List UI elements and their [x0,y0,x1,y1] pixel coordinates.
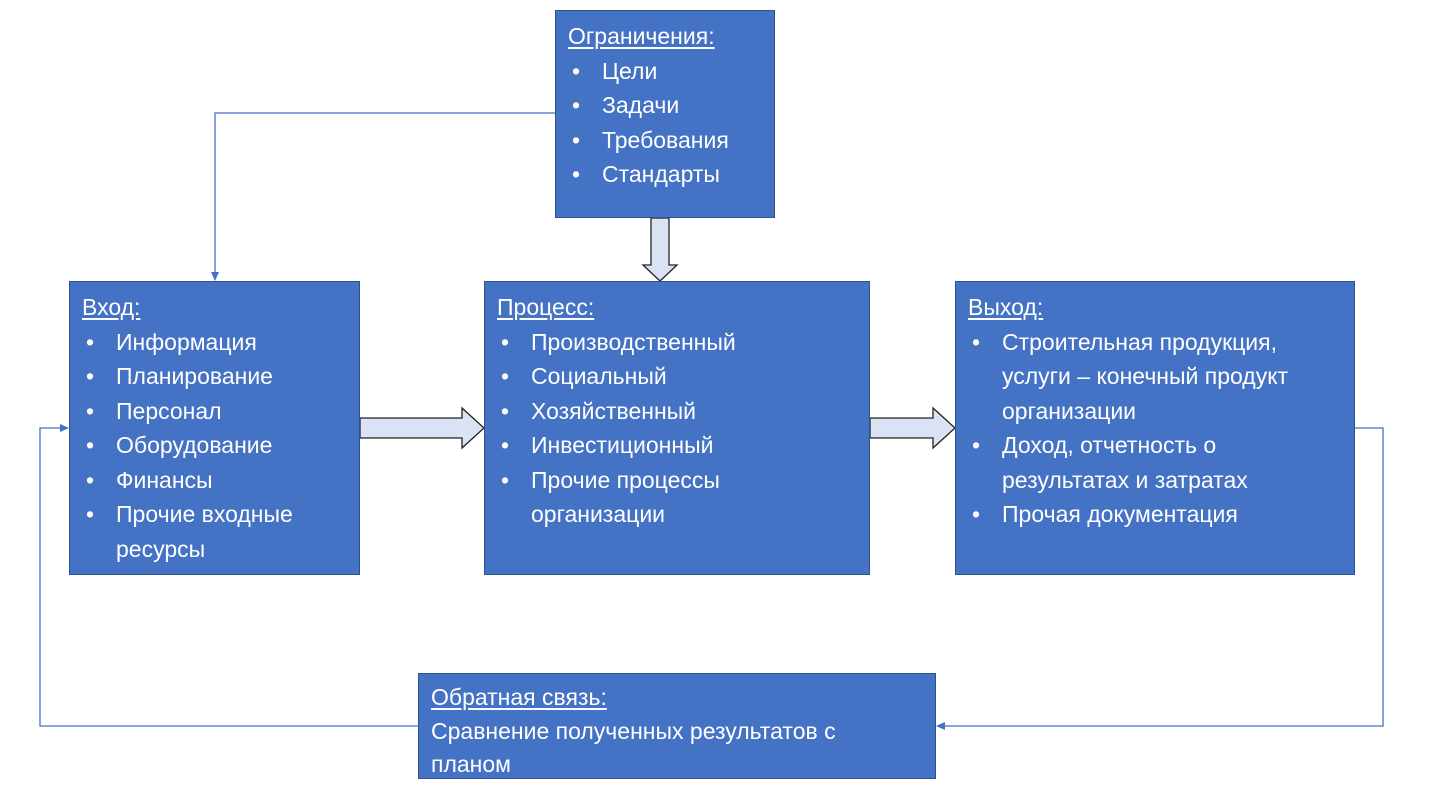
list-item: Информация [82,325,347,360]
list-item: Стандарты [568,157,762,192]
list-item: Производственный [497,325,857,360]
list-item: Планирование [82,359,347,394]
right-arrow-icon [869,406,956,450]
list-item: Прочая документация [968,497,1342,532]
feedback-title: Обратная связь: [431,684,607,710]
list-item: Доход, отчетность о результатах и затрат… [968,428,1292,497]
list-item: Финансы [82,463,347,498]
list-item: Персонал [82,394,347,429]
list-item: Строительная продукция, услуги – конечны… [968,325,1342,429]
input-title: Вход: [82,294,141,320]
list-item: Инвестиционный [497,428,857,463]
process-box: Процесс: Производственный Социальный Хоз… [484,281,870,575]
list-item: Задачи [568,88,762,123]
constraints-box: Ограничения: Цели Задачи Требования Стан… [555,10,775,218]
list-item: Оборудование [82,428,347,463]
list-item: Прочие процессы организации [497,463,761,532]
list-item: Требования [568,123,762,158]
output-box: Выход: Строительная продукция, услуги – … [955,281,1355,575]
list-item: Хозяйственный [497,394,857,429]
feedback-text: Сравнение полученных результатов с плано… [431,717,836,777]
input-box: Вход: Информация Планирование Персонал О… [69,281,360,575]
list-item: Социальный [497,359,857,394]
output-title: Выход: [968,294,1044,320]
process-title: Процесс: [497,294,595,320]
feedback-box: Обратная связь: Сравнение полученных рез… [418,673,936,779]
list-item: Прочие входные ресурсы [82,497,347,566]
list-item: Цели [568,54,762,89]
right-arrow-icon [359,406,485,450]
constraints-to-input-line [211,112,555,281]
constraints-title: Ограничения: [568,23,715,49]
down-arrow-icon [641,217,679,282]
output-to-feedback-line [936,427,1384,730]
feedback-to-input-line [39,424,418,727]
